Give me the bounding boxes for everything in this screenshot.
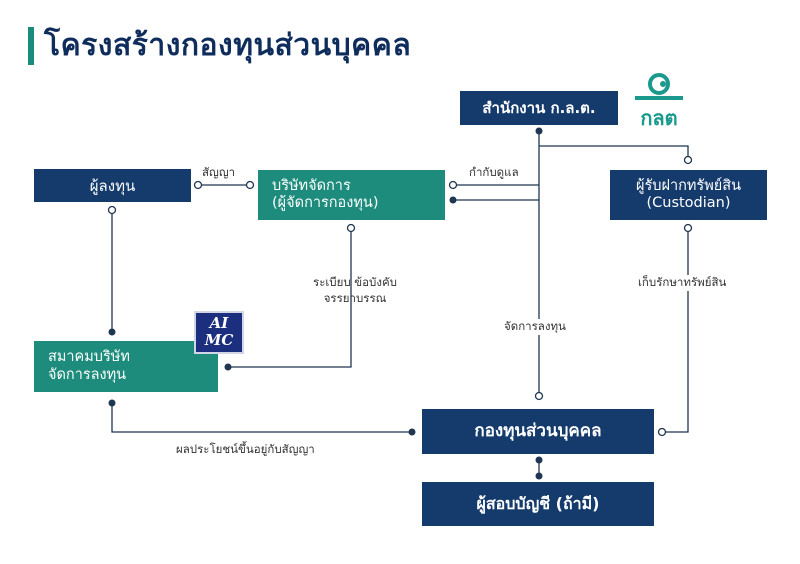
page-title: โครงสร้างกองทุนส่วนบุคคล (44, 28, 412, 63)
safekeeping-label: เก็บรักษาทรัพย์สิน (636, 275, 729, 291)
auditor-box: ผู้สอบบัญชี (ถ้ามี) (422, 482, 654, 526)
association-line2: จัดการลงทุน (48, 366, 127, 383)
management-company-line2: (ผู้จัดการกองทุน) (272, 195, 379, 211)
custodian-line1: ผู้รับฝากทรัพย์สิน (635, 177, 742, 194)
regulations-label: ระเบียบ ข้อบังคับ จรรยาบรรณ (300, 275, 410, 306)
management-company-line1: บริษัทจัดการ (272, 177, 351, 194)
manage-investment-label: จัดการลงทุน (502, 319, 568, 335)
private-fund-box: กองทุนส่วนบุคคล (422, 409, 654, 454)
benefits-label: ผลประโยชน์ขึ้นอยู่กับสัญญา (176, 442, 315, 456)
sec-office-box: สำนักงาน ก.ล.ต. (460, 91, 618, 125)
aimc-logo-line2: MC (204, 331, 234, 349)
association-box: สมาคมบริษัท จัดการลงทุน (34, 341, 218, 392)
sec-logo (633, 72, 685, 130)
custodian-line2: (Custodian) (646, 195, 731, 211)
sec-logo-mark-icon (635, 73, 683, 100)
custodian-box: ผู้รับฝากทรัพย์สิน (Custodian) (610, 170, 767, 220)
supervise-label: กำกับดูแล (469, 165, 519, 179)
aimc-logo-line1: AI (209, 314, 229, 332)
aimc-logo: AI MC (194, 311, 244, 354)
title-accent-bar (28, 27, 34, 65)
contract-label: สัญญา (202, 165, 236, 179)
regulations-line1: ระเบียบ ข้อบังคับ (313, 275, 397, 289)
sec-logo-text: กลต (640, 106, 678, 130)
association-line1: สมาคมบริษัท (48, 349, 130, 366)
regulations-line2: จรรยาบรรณ (323, 290, 387, 305)
investor-box: ผู้ลงทุน (34, 169, 191, 202)
management-company-box: บริษัทจัดการ (ผู้จัดการกองทุน) (258, 170, 445, 220)
